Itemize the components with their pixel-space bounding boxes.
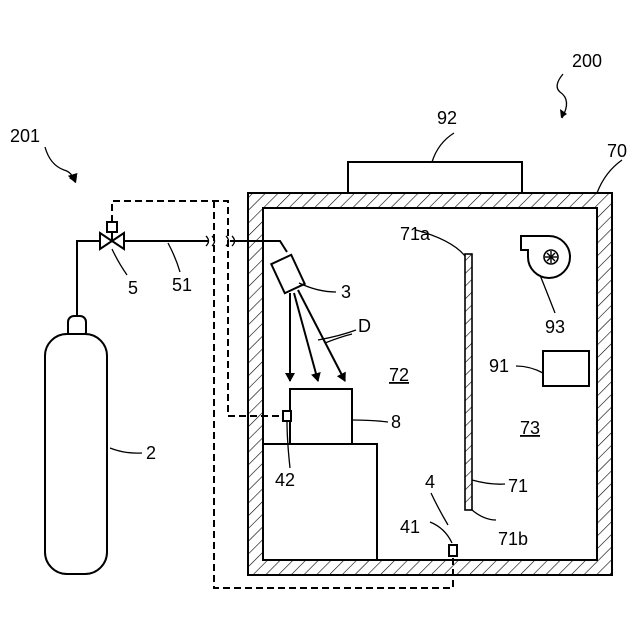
label-70: 70 [607, 141, 627, 161]
label-73: 73 [520, 418, 540, 438]
label-D: D [358, 316, 371, 336]
sensor-floor [449, 545, 457, 556]
nozzle [271, 255, 304, 293]
label-91: 91 [489, 356, 509, 376]
label-200: 200 [572, 51, 602, 71]
partition-plate [465, 254, 472, 510]
device-box [543, 351, 589, 386]
label-71a: 71a [400, 224, 431, 244]
label-5: 5 [128, 278, 138, 298]
label-51: 51 [172, 275, 192, 295]
label-71: 71 [508, 476, 528, 496]
label-93: 93 [545, 317, 565, 337]
label-72: 72 [389, 365, 409, 385]
label-3: 3 [341, 282, 351, 302]
roof-unit [348, 162, 522, 193]
label-41: 41 [400, 517, 420, 537]
label-4: 4 [425, 472, 435, 492]
label-92: 92 [437, 108, 457, 128]
valve-icon [100, 222, 124, 249]
arrowhead-201 [69, 176, 77, 183]
label-201: 201 [10, 126, 40, 146]
label-2: 2 [146, 443, 156, 463]
label-8: 8 [391, 412, 401, 432]
gas-cylinder [45, 316, 107, 574]
sensor-object [283, 411, 291, 421]
label-71b: 71b [498, 529, 528, 549]
protected-object [290, 389, 352, 444]
pedestal [263, 444, 377, 560]
fan-icon [521, 236, 570, 278]
label-42: 42 [275, 470, 295, 490]
